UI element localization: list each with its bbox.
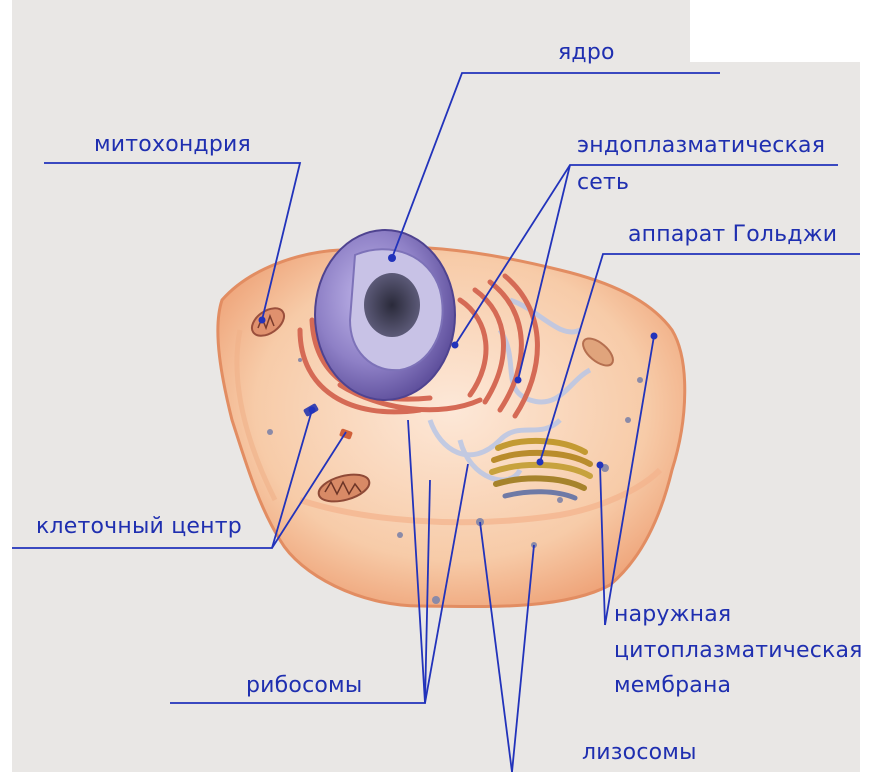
nucleus <box>315 230 455 400</box>
label-mitochondria: митохондрия <box>94 132 251 158</box>
label-ribosomes: рибосомы <box>246 673 362 699</box>
label-nucleus: ядро <box>558 40 615 66</box>
label-er-line2: сеть <box>577 170 629 196</box>
label-membrane-line3: мембрана <box>614 673 731 699</box>
label-centrosome: клеточный центр <box>36 514 242 540</box>
label-golgi: аппарат Гольджи <box>628 222 837 248</box>
label-lysosomes: лизосомы <box>582 740 697 766</box>
label-membrane-line2: цитоплазматическая <box>614 638 863 664</box>
label-er-line1: эндоплазматическая <box>577 133 825 159</box>
label-membrane-line1: наружная <box>614 602 731 628</box>
